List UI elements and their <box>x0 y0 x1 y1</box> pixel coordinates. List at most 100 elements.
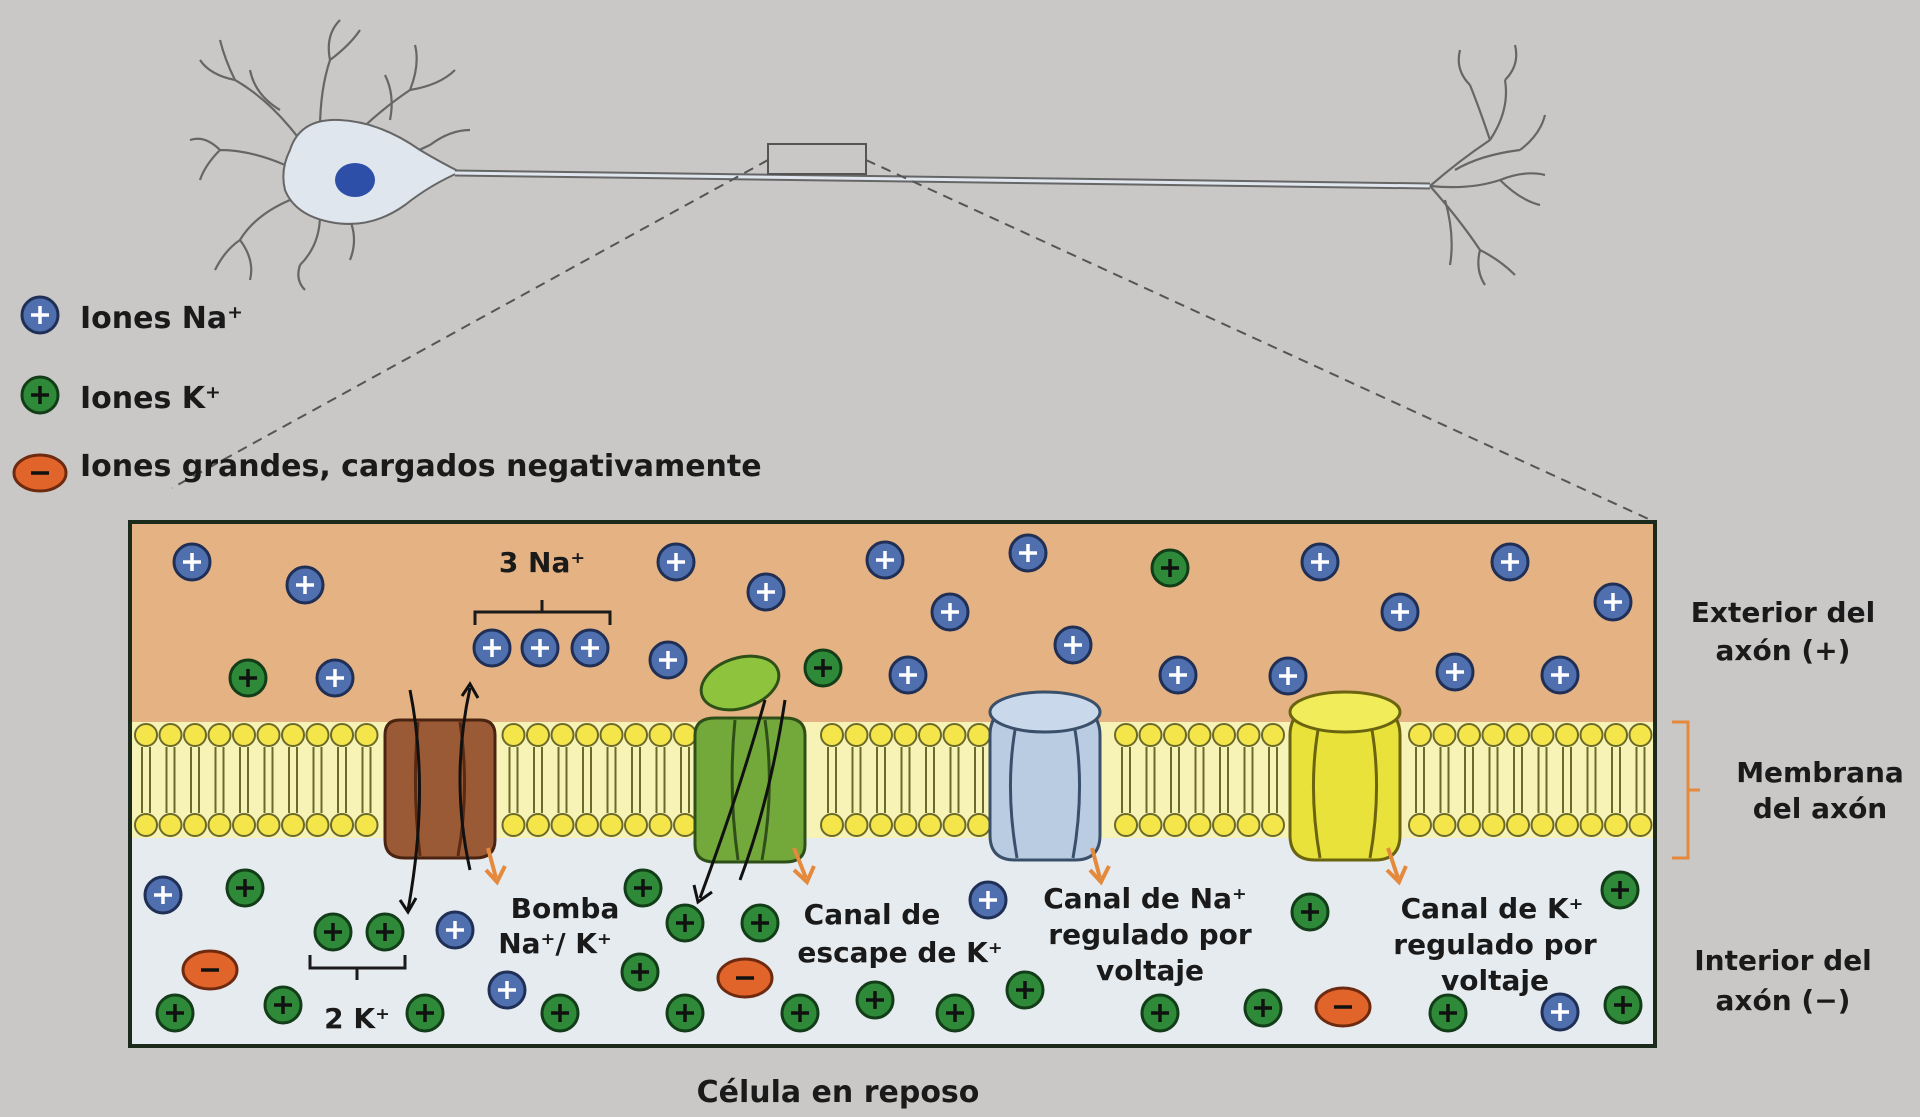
na-ion <box>317 660 353 696</box>
na-ion <box>1270 658 1306 694</box>
lipid-head <box>1532 814 1554 836</box>
lipid-head <box>895 724 917 746</box>
lipid-head <box>233 814 255 836</box>
lipid-head <box>1262 724 1284 746</box>
lipid-head <box>1458 814 1480 836</box>
nav-label-3: voltaje <box>1096 954 1204 987</box>
k-ion <box>667 905 703 941</box>
na-ion <box>1542 657 1578 693</box>
na-ion <box>890 657 926 693</box>
k-ion <box>367 914 403 950</box>
anion-ion <box>1316 988 1370 1026</box>
k-ion <box>937 995 973 1031</box>
lipid-head <box>135 724 157 746</box>
lipid-head <box>1164 724 1186 746</box>
lipid-head <box>1434 724 1456 746</box>
anion-ion <box>183 951 237 989</box>
lipid-head <box>576 814 598 836</box>
leak-label-2: escape de K⁺ <box>797 936 1002 969</box>
lipid-head <box>1140 724 1162 746</box>
lipid-head <box>674 814 696 836</box>
na-ion <box>174 544 210 580</box>
na-ion <box>489 972 525 1008</box>
lipid-head <box>160 724 182 746</box>
exterior-label-1: Exterior del <box>1691 596 1875 629</box>
kv-label-2: regulado por <box>1393 928 1597 961</box>
interior-label-2: axón (−) <box>1716 984 1851 1017</box>
lipid-head <box>184 724 206 746</box>
lipid-head <box>1213 724 1235 746</box>
k-ion <box>1292 894 1328 930</box>
lipid-head <box>1409 724 1431 746</box>
anion-ion <box>718 959 772 997</box>
lipid-head <box>846 724 868 746</box>
na-ion <box>437 912 473 948</box>
lipid-head <box>821 814 843 836</box>
lipid-head <box>1630 814 1652 836</box>
lipid-head <box>1262 814 1284 836</box>
lipid-head <box>282 814 304 836</box>
k-ion <box>265 987 301 1023</box>
na-ion <box>1595 584 1631 620</box>
lipid-head <box>1605 814 1627 836</box>
lipid-head <box>1213 814 1235 836</box>
lipid-head <box>1532 724 1554 746</box>
caption: Célula en reposo <box>697 1075 980 1110</box>
na-ion <box>1010 535 1046 571</box>
na-ion <box>287 567 323 603</box>
k-ion <box>542 995 578 1031</box>
lipid-head <box>184 814 206 836</box>
k-ion <box>1245 990 1281 1026</box>
lipid-head <box>1409 814 1431 836</box>
na-ion <box>1492 544 1528 580</box>
lipid-head <box>1189 724 1211 746</box>
lipid-head <box>1238 724 1260 746</box>
lipid-head <box>527 724 549 746</box>
k-ion <box>1602 872 1638 908</box>
lipid-head <box>1507 814 1529 836</box>
lipid-head <box>625 814 647 836</box>
lipid-head <box>503 814 525 836</box>
lipid-head <box>527 814 549 836</box>
axon-terminals <box>1430 45 1545 285</box>
kv-label-1: Canal de K⁺ <box>1401 892 1584 925</box>
lipid-head <box>1115 814 1137 836</box>
na-ion <box>650 642 686 678</box>
lipid-head <box>601 724 623 746</box>
lipid-head <box>674 724 696 746</box>
lipid-head <box>258 724 280 746</box>
nav-label-2: regulado por <box>1048 918 1252 951</box>
lipid-head <box>870 814 892 836</box>
lipid-head <box>503 724 525 746</box>
lipid-head <box>1581 814 1603 836</box>
pump-label-2: Na⁺/ K⁺ <box>498 927 612 960</box>
k-ion <box>315 914 351 950</box>
lipid-head <box>919 814 941 836</box>
lipid-head <box>846 814 868 836</box>
lipid-head <box>1189 814 1211 836</box>
leak-label-1: Canal de <box>804 898 941 931</box>
lipid-head <box>209 724 231 746</box>
na-ion <box>1382 594 1418 630</box>
na-ion <box>1160 657 1196 693</box>
k-ion <box>227 870 263 906</box>
lipid-head <box>968 814 990 836</box>
lipid-head <box>650 724 672 746</box>
lipid-head <box>1605 724 1627 746</box>
lipid-head <box>650 814 672 836</box>
k-ion <box>157 995 193 1031</box>
k-ion <box>1605 987 1641 1023</box>
na-ion <box>572 630 608 666</box>
k-ion <box>742 905 778 941</box>
na-ion <box>1437 654 1473 690</box>
lipid-head <box>601 814 623 836</box>
lipid-head <box>944 814 966 836</box>
legend-k-label: Iones K⁺ <box>80 381 221 416</box>
na3-label: 3 Na⁺ <box>499 546 585 579</box>
membrane-bracket <box>1672 722 1700 858</box>
lipid-head <box>160 814 182 836</box>
k-ion <box>1430 995 1466 1031</box>
axon-zoom-box <box>768 144 866 174</box>
na-ion <box>522 630 558 666</box>
